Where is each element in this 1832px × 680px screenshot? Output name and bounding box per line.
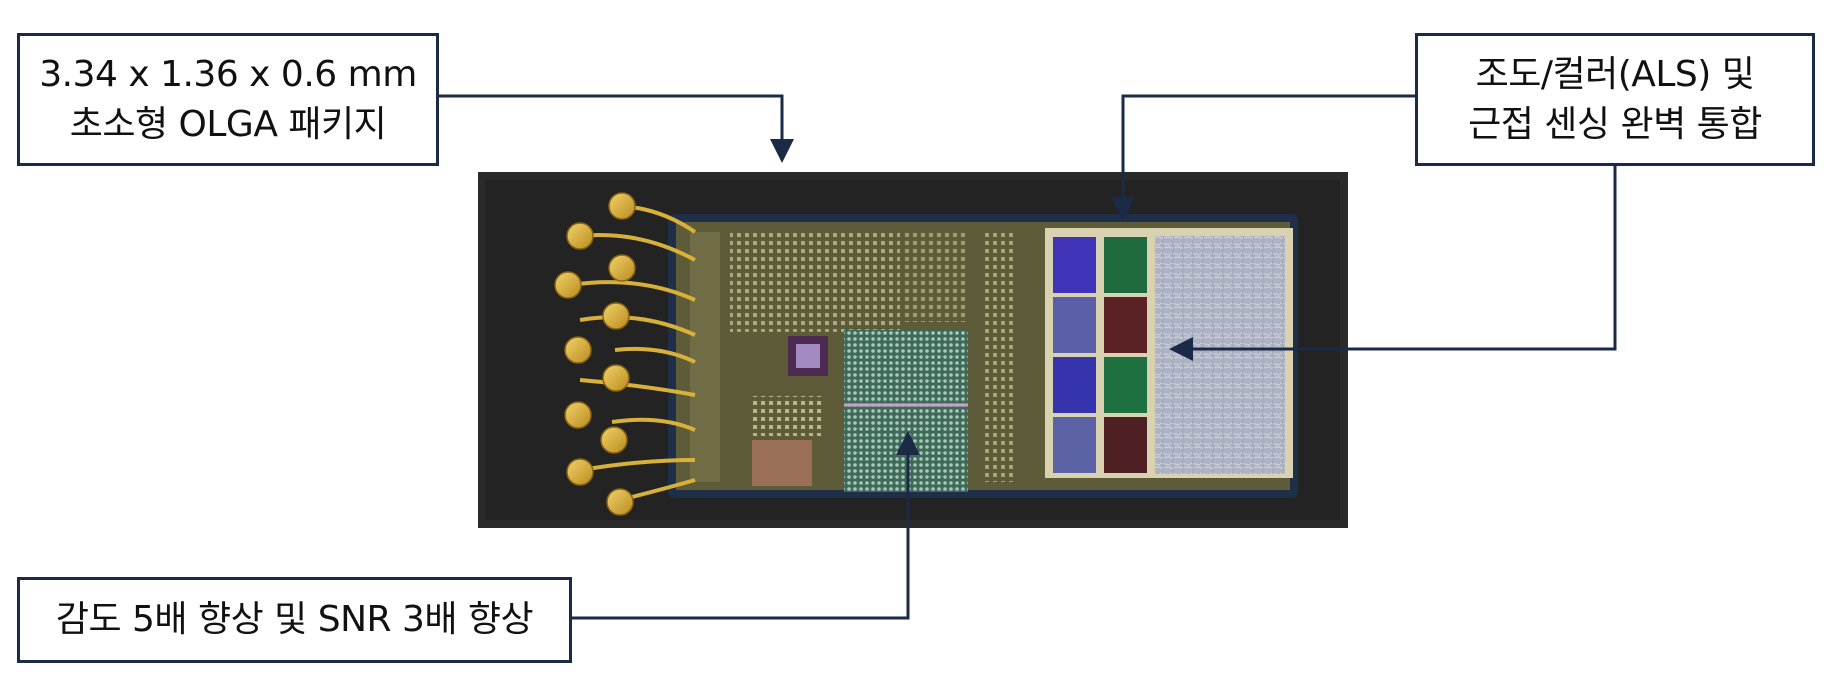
filter-blue-1 [1053, 237, 1096, 293]
proximity-diffuser [1155, 236, 1285, 474]
filter-clear-2 [1053, 417, 1096, 473]
pad-array-lower [752, 396, 822, 436]
circuit-block-top [730, 232, 900, 332]
callout-als-line1: 조도/컬러(ALS) 및 [1475, 53, 1755, 95]
gold-bond-pad [566, 458, 594, 486]
gold-bond-pad [564, 401, 592, 429]
callout-package-size-line1: 3.34 x 1.36 x 0.6 mm [39, 53, 417, 95]
connector-package-size [439, 94, 794, 163]
connector-filter-array [1111, 94, 1415, 221]
filter-blue-2 [1053, 357, 1096, 413]
circuit-block-right [985, 232, 1015, 482]
bond-wire [579, 315, 696, 337]
callout-als-proximity: 조도/컬러(ALS) 및 근접 센싱 완벽 통합 [1415, 33, 1815, 166]
copper-pad [752, 440, 812, 486]
bond-wire [581, 458, 696, 472]
die-circuitry [690, 232, 1015, 492]
gold-bond-pad [608, 254, 636, 282]
callout-sensitivity-line1: 감도 5배 향상 및 SNR 3배 향상 [55, 599, 534, 640]
gold-bond-pad [602, 364, 630, 392]
callout-sensitivity: 감도 5배 향상 및 SNR 3배 향상 [17, 577, 572, 663]
filter-red-2 [1104, 417, 1147, 473]
filter-green-2 [1104, 357, 1147, 413]
gold-bond-pad [554, 271, 582, 299]
bond-wire [614, 346, 696, 364]
color-filter-array [1045, 228, 1293, 478]
bond-wire [611, 417, 696, 432]
gold-bond-pad [600, 426, 628, 454]
filter-red-1 [1104, 297, 1147, 353]
callout-package-size-line2: 초소형 OLGA 패키지 [69, 103, 387, 145]
callout-als-line2: 근접 센싱 완벽 통합 [1468, 103, 1762, 145]
gold-bond-pad [608, 192, 636, 220]
filter-green-1 [1104, 237, 1147, 293]
bump-array [844, 330, 968, 492]
circuit-block-mid [905, 232, 965, 322]
connector-sensitivity [572, 431, 920, 620]
bond-pads [554, 192, 636, 516]
bond-wire [569, 280, 696, 302]
connector-proximity [1169, 166, 1617, 361]
gold-bond-pad [564, 336, 592, 364]
gold-bond-pad [566, 222, 594, 250]
gold-bond-pad [602, 302, 630, 330]
logic-core-inner [796, 344, 820, 368]
bond-wire [579, 378, 696, 397]
filter-clear-1 [1053, 297, 1096, 353]
gold-bond-pad [606, 488, 634, 516]
callout-package-size: 3.34 x 1.36 x 0.6 mm 초소형 OLGA 패키지 [17, 33, 439, 166]
callout-connectors [439, 94, 1617, 620]
pad-ring-left [690, 232, 720, 482]
